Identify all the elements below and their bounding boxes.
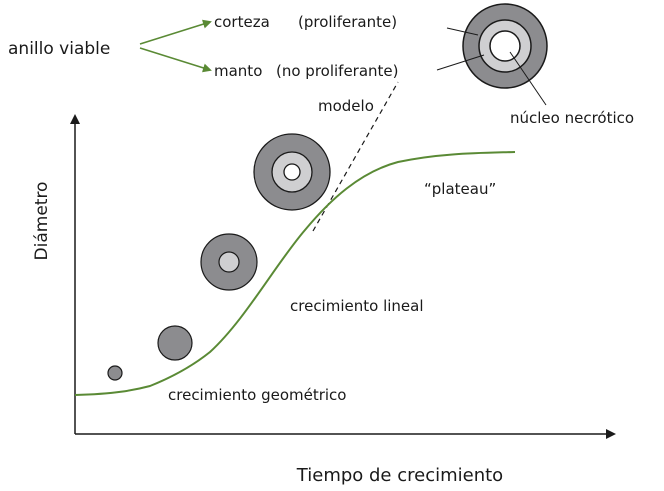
y-axis-label: Diámetro — [32, 182, 52, 261]
spheroid-medium — [157, 325, 193, 361]
mantle-label: manto — [214, 62, 262, 80]
necrotic-pointer — [509, 51, 547, 106]
mantle-desc: (no proliferante) — [276, 62, 399, 80]
linear-growth-label: crecimiento lineal — [290, 297, 424, 315]
mantle-pointer — [436, 54, 485, 71]
legend-spheroid — [462, 3, 548, 89]
plateau-label: “plateau” — [424, 180, 496, 198]
cortex-pointer — [446, 27, 479, 36]
geometric-growth-label: crecimiento geométrico — [168, 386, 346, 404]
arrow-to-mantle — [139, 47, 212, 73]
cortex-label: corteza — [214, 13, 270, 31]
ring-label: anillo viable — [8, 39, 110, 59]
cortex-desc: (proliferante) — [298, 13, 397, 31]
arrow-to-cortex — [139, 19, 212, 45]
spheroid-small — [107, 365, 123, 381]
growth-curve — [74, 151, 516, 396]
x-axis-label: Tiempo de crecimiento — [296, 465, 503, 486]
spheroid-large — [200, 233, 258, 291]
spheroid-necrotic — [253, 133, 331, 211]
model-label: modelo — [318, 97, 374, 115]
necrotic-core-label: núcleo necrótico — [510, 109, 634, 127]
